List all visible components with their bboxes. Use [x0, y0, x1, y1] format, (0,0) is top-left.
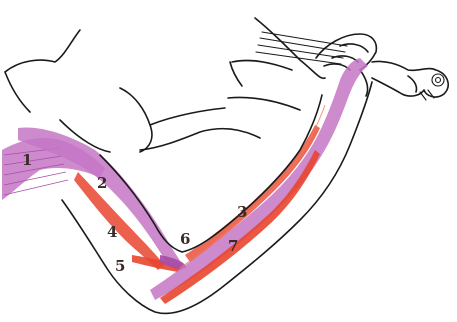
label-5: 5 — [115, 257, 125, 275]
label-7: 7 — [228, 237, 238, 255]
label-6: 6 — [180, 230, 190, 248]
muscle-layers — [2, 58, 368, 304]
label-1: 1 — [22, 151, 32, 169]
label-4: 4 — [107, 223, 117, 241]
arm-outline — [62, 82, 372, 313]
label-2: 2 — [97, 174, 107, 192]
label-3: 3 — [237, 203, 247, 221]
